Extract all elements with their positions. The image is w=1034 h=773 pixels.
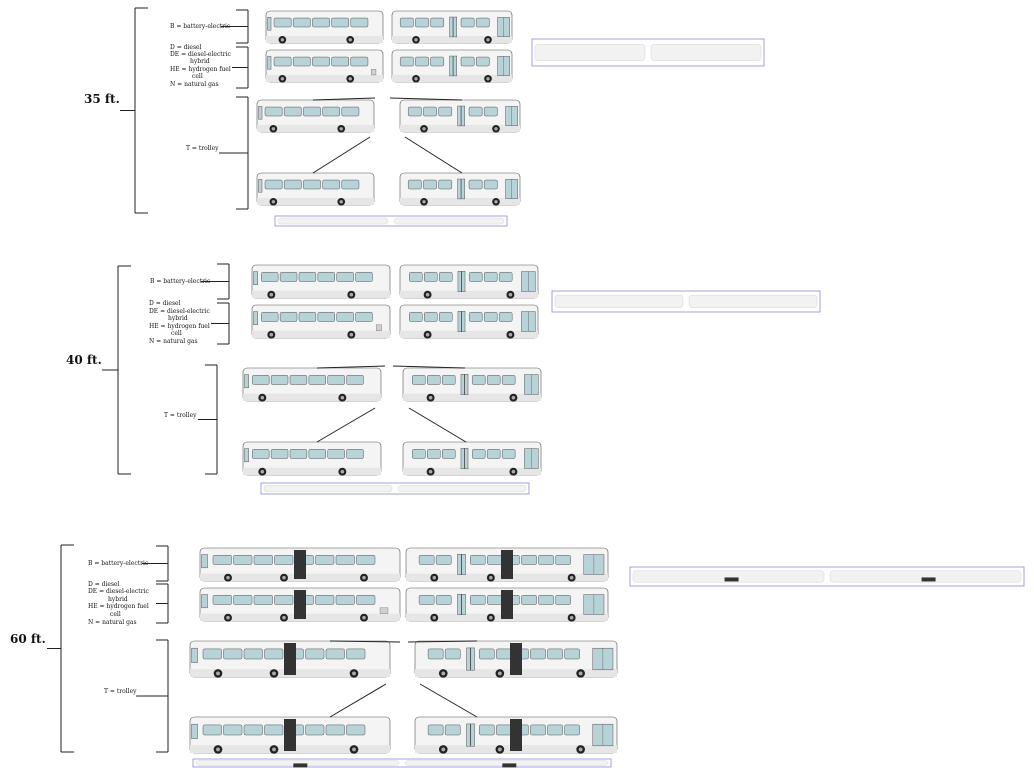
legend-fuel-60-5: N = natural gas <box>88 619 137 626</box>
bus-60-trolley-top-left <box>189 640 391 678</box>
bracket-battery-35 <box>221 9 249 44</box>
bracket-fuel-35 <box>232 46 249 89</box>
bracket-outer-40 <box>102 265 131 475</box>
bus-35-trolley-bottom-right <box>399 172 521 206</box>
size-label-40: 40 ft. <box>66 353 102 367</box>
bus-40-fuel-right <box>399 304 539 339</box>
legend-fuel-60-2: hybrid <box>108 596 128 603</box>
legend-fuel-60-1: DE = diesel-electric <box>88 588 149 595</box>
trolley-pole-35-c <box>312 136 371 174</box>
bus-60-trolley-bottom-right <box>414 716 618 754</box>
bracket-fuel-40 <box>211 302 230 345</box>
legend-battery-40: B = battery-electric <box>150 278 211 285</box>
trolley-pole-35-b <box>389 97 463 101</box>
legend-fuel-35-1: DE = diesel-electric <box>170 51 231 58</box>
bus-60-trolley-top-right <box>414 640 618 678</box>
legend-trolley-40: T = trolley <box>164 412 197 419</box>
legend-fuel-40-0: D = diesel <box>149 300 181 307</box>
trolley-pole-35-a <box>312 97 376 101</box>
legend-fuel-35-3: HE = hydrogen fuel <box>170 66 231 73</box>
legend-battery-35: B = battery-electric <box>170 23 231 30</box>
bus-40-trolley-bottom-left <box>242 441 382 476</box>
legend-fuel-35-2: hybrid <box>190 58 210 65</box>
trolley-pole-60-b <box>407 640 478 643</box>
trolley-pole-60-c <box>329 683 387 718</box>
legend-trolley-60: T = trolley <box>104 688 137 695</box>
bracket-trolley-35 <box>219 96 249 210</box>
legend-fuel-60-4: cell <box>110 611 121 618</box>
bus-40-fuel-left <box>251 304 391 339</box>
bracket-outer-35 <box>120 7 148 214</box>
trolley-pole-60-d <box>419 683 478 718</box>
bracket-battery-60 <box>142 545 169 582</box>
bus-60-battery-left <box>199 547 401 582</box>
legend-fuel-40-2: hybrid <box>168 315 188 322</box>
legend-fuel-40-4: cell <box>171 330 182 337</box>
legend-trolley-35: T = trolley <box>186 145 219 152</box>
trolley-pole-40-d <box>408 407 467 443</box>
bus-60-fuel-left <box>199 587 401 622</box>
bus-60-fuel-right <box>405 587 609 622</box>
trolley-pole-40-a <box>316 365 386 369</box>
roof-plan-60-battery <box>629 566 1025 587</box>
bus-35-trolley-bottom-left <box>256 172 375 206</box>
bus-35-trolley-top-left <box>256 99 375 133</box>
trolley-pole-40-b <box>392 365 466 369</box>
bus-40-trolley-top-left <box>242 367 382 402</box>
legend-fuel-35-4: cell <box>192 73 203 80</box>
size-label-60: 60 ft. <box>10 632 46 646</box>
legend-battery-60: B = battery-electric <box>88 560 149 567</box>
bus-60-trolley-bottom-left <box>189 716 391 754</box>
bracket-trolley-40 <box>198 364 218 475</box>
bracket-fuel-60 <box>156 583 169 624</box>
size-label-35: 35 ft. <box>84 92 120 106</box>
legend-fuel-35-5: N = natural gas <box>170 81 219 88</box>
bracket-trolley-60 <box>136 639 169 753</box>
bus-35-trolley-top-right <box>399 99 521 133</box>
roof-plan-35-trolley <box>274 215 508 227</box>
roof-plan-40-battery <box>551 290 821 313</box>
legend-fuel-40-5: N = natural gas <box>149 338 198 345</box>
bus-35-battery-right <box>391 10 513 44</box>
roof-plan-40-trolley <box>260 482 530 495</box>
bus-40-trolley-bottom-right <box>402 441 542 476</box>
roof-plan-35-battery <box>531 38 765 67</box>
legend-fuel-35-0: D = diesel <box>170 44 202 51</box>
legend-fuel-40-1: DE = diesel-electric <box>149 308 210 315</box>
roof-plan-60-trolley <box>192 758 612 768</box>
bus-60-battery-right <box>405 547 609 582</box>
bus-40-battery-left <box>251 264 391 299</box>
trolley-pole-35-d <box>404 136 463 174</box>
bus-40-trolley-top-right <box>402 367 542 402</box>
bus-35-fuel-left <box>265 49 384 83</box>
bus-40-battery-right <box>399 264 539 299</box>
legend-fuel-60-0: D = diesel <box>88 581 120 588</box>
trolley-pole-40-c <box>316 407 376 443</box>
bus-35-battery-left <box>265 10 384 44</box>
trolley-pole-60-a <box>329 640 401 643</box>
bracket-battery-40 <box>201 263 230 300</box>
legend-fuel-60-3: HE = hydrogen fuel <box>88 603 149 610</box>
bus-35-fuel-right <box>391 49 513 83</box>
bracket-outer-60 <box>47 544 74 753</box>
legend-fuel-40-3: HE = hydrogen fuel <box>149 323 210 330</box>
